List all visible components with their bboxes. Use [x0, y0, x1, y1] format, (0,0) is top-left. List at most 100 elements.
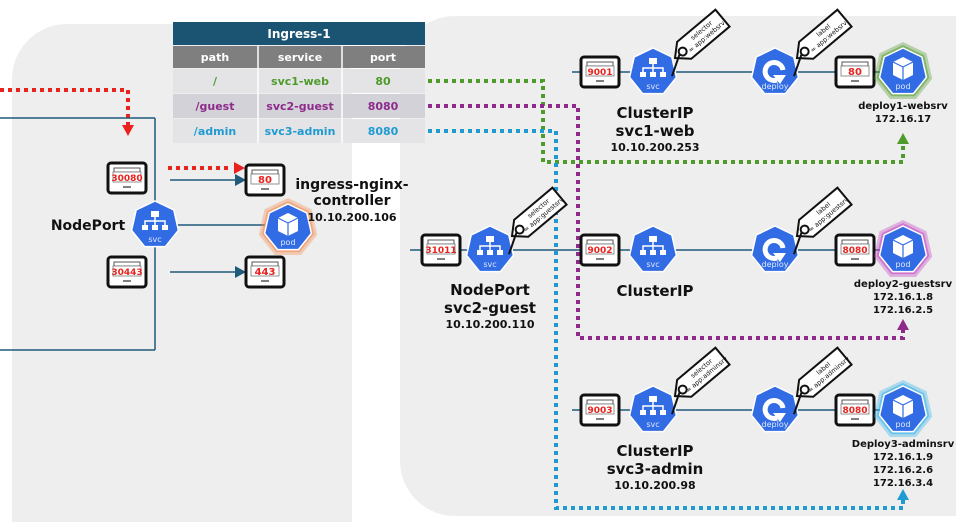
- route-admin: [428, 129, 905, 510]
- table-header-service: service: [278, 51, 322, 64]
- arrowhead: [897, 489, 909, 500]
- edge: [642, 402, 664, 410]
- node: [497, 250, 503, 255]
- tag-string: [671, 391, 681, 415]
- service-ip: 10.10.200.110: [445, 318, 534, 331]
- port-icon: 80: [244, 163, 286, 197]
- port-icon: 30443: [106, 255, 148, 289]
- table-header-path: path: [201, 51, 229, 64]
- deploy-name: deploy1-websrv: [858, 101, 948, 112]
- clusterip-svc: svc: [628, 385, 678, 433]
- port-slot: [840, 65, 870, 77]
- table-header: [173, 46, 425, 68]
- pod: pod: [873, 42, 933, 99]
- deploy-icon: [750, 225, 800, 273]
- arrowhead: [235, 174, 246, 186]
- guest-nodeport-svc: svc: [465, 225, 515, 273]
- table-cell-path: /admin: [194, 125, 236, 138]
- arrowhead: [897, 133, 909, 144]
- port-slot: [250, 265, 280, 277]
- pod-ip: 172.16.3.4: [873, 478, 933, 489]
- deploy-icon: [750, 47, 800, 95]
- clusterip-svc: svc: [628, 47, 678, 95]
- port-icon: 8080: [834, 233, 876, 267]
- node: [660, 250, 666, 255]
- port-icon: 8080: [834, 393, 876, 427]
- svc-label: svc: [646, 420, 659, 429]
- table-cell-port: 80: [375, 75, 391, 88]
- cube-edge: [892, 239, 914, 258]
- tag-shape: [510, 186, 568, 238]
- nodeport-svc: svc: [130, 200, 180, 248]
- cube-edge: [892, 61, 914, 80]
- edge: [144, 217, 166, 225]
- tag-string: [793, 231, 803, 255]
- external-traffic: [0, 88, 130, 126]
- route-web: [428, 79, 905, 164]
- tag-string: [793, 53, 803, 77]
- port-slot: [112, 171, 142, 183]
- port-icon: 30080: [106, 161, 148, 195]
- table-cell-service: svc3-admin: [265, 125, 336, 138]
- deploy-label: deploy: [762, 420, 789, 429]
- service-name: svc3-admin: [607, 460, 704, 478]
- port-number: 80: [848, 67, 862, 78]
- service-type: ClusterIP: [616, 104, 693, 122]
- ingress-controller-pod: pod: [258, 198, 318, 255]
- table-title: Ingress-1: [267, 27, 330, 41]
- pod-ip: 172.16.1.9: [873, 452, 933, 463]
- tag-shape: [795, 186, 853, 238]
- port-number: 8080: [842, 406, 867, 416]
- deployment: deploy: [750, 225, 800, 273]
- node: [477, 250, 483, 255]
- port-slot: [840, 243, 870, 255]
- controller-name: ingress-nginx-: [295, 177, 408, 193]
- controller-name: controller: [313, 193, 390, 209]
- port-slot: [840, 403, 870, 415]
- node: [152, 225, 158, 230]
- port-icon: 9002: [579, 233, 621, 267]
- node: [640, 250, 646, 255]
- port-number: 80: [258, 175, 272, 186]
- controller-ip: 10.10.200.106: [307, 211, 396, 224]
- node: [162, 225, 168, 230]
- table-row: [173, 119, 425, 143]
- table-title-bar: [173, 22, 425, 45]
- nodeport-label: NodePort: [51, 218, 126, 234]
- port-number: 8080: [842, 246, 867, 256]
- edge: [642, 64, 664, 72]
- node: [487, 250, 493, 255]
- service-name: svc1-web: [615, 122, 694, 140]
- port-number: 30443: [111, 268, 142, 278]
- node: [650, 72, 656, 77]
- service-name: svc2-guest: [444, 299, 536, 317]
- pod-label: pod: [280, 238, 295, 247]
- tag-string: [671, 53, 681, 77]
- port-number: 9002: [587, 246, 612, 256]
- service-type: ClusterIP: [616, 442, 693, 460]
- tag-shape: [673, 346, 731, 398]
- node: [151, 211, 159, 217]
- svc-label: svc: [483, 260, 496, 269]
- cube-edge: [277, 217, 299, 236]
- arrow: [762, 59, 786, 83]
- node: [640, 72, 646, 77]
- arrow: [762, 237, 786, 261]
- deployment: deploy: [750, 47, 800, 95]
- port-icon: 9003: [579, 393, 621, 427]
- arrowhead: [235, 266, 246, 278]
- pod-label: pod: [895, 420, 910, 429]
- edge: [479, 242, 501, 250]
- deploy-label: deploy: [762, 260, 789, 269]
- arrow: [762, 397, 786, 421]
- service-type: ClusterIP: [616, 282, 693, 300]
- node: [649, 236, 657, 242]
- service-type: NodePort: [450, 281, 530, 299]
- pod-ip: 172.16.2.5: [873, 305, 933, 316]
- arrowhead: [122, 125, 134, 136]
- pod-label: pod: [895, 82, 910, 91]
- tag-string: [508, 231, 518, 255]
- port-slot: [585, 243, 615, 255]
- table-row: [173, 94, 425, 118]
- table-cell-path: /guest: [196, 100, 235, 113]
